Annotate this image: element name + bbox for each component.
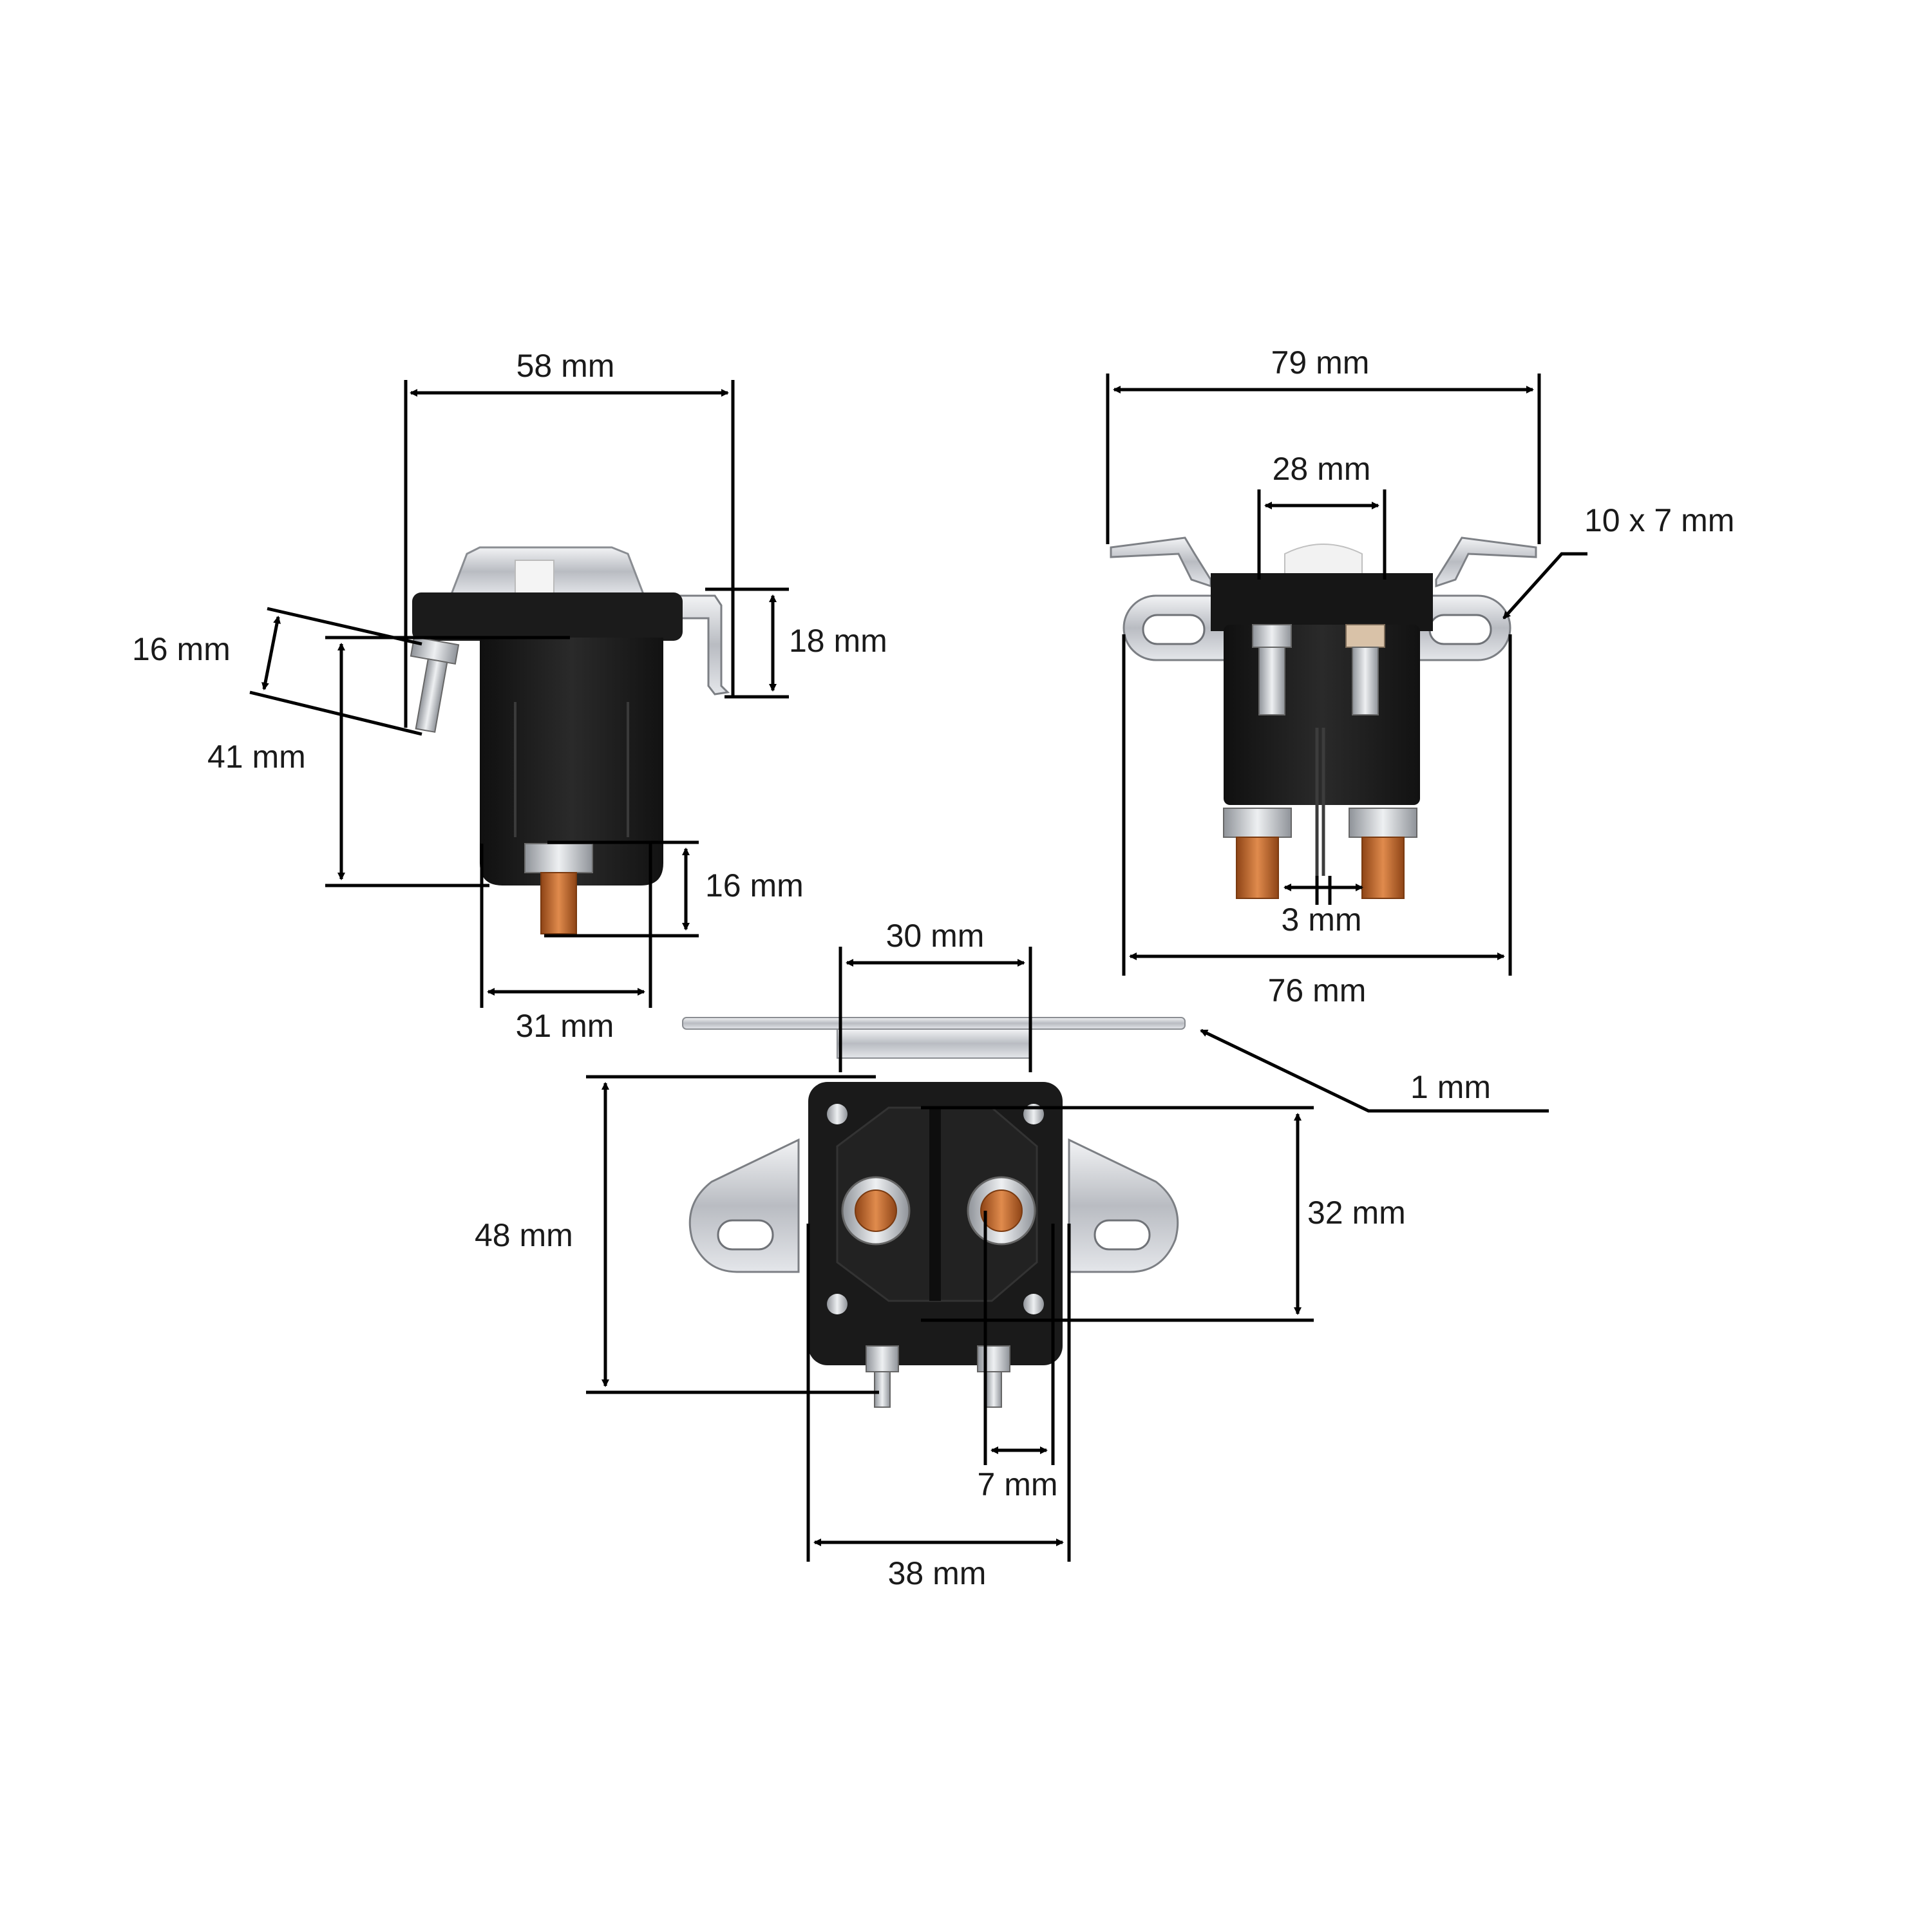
side-view: 58 mm 18 mm 16 mm 41 mm 16 mm 31 mm <box>132 348 887 1044</box>
dim-top-width-38: 38 mm <box>888 1555 987 1591</box>
front-stud-right-thread <box>1352 647 1379 715</box>
front-stud-left-head <box>1252 624 1292 648</box>
front-bottom-copper-left <box>1236 837 1279 899</box>
side-bottom-copper <box>540 872 577 934</box>
front-bracket-right-wing <box>1435 536 1537 588</box>
side-bracket <box>668 594 730 696</box>
dim-top-plate-1: 1 mm <box>1410 1069 1491 1105</box>
dim-side-body-41: 41 mm <box>207 739 306 775</box>
front-bracket-left-wing <box>1110 536 1212 588</box>
dim-front-gap-3: 3 mm <box>1282 902 1362 938</box>
front-bottom-nut-left <box>1223 808 1292 838</box>
front-bottom-copper-right <box>1361 837 1405 899</box>
top-view: 30 mm 1 mm 48 mm 32 mm 7 mm 38 mm <box>475 918 1549 1591</box>
top-ear-hole-left <box>717 1219 774 1251</box>
dim-front-slot-10x7: 10 x 7 mm <box>1584 502 1734 538</box>
top-ear-left <box>688 1138 800 1273</box>
side-bottom-nut <box>524 843 593 873</box>
dim-top-studs-32: 32 mm <box>1307 1195 1406 1231</box>
front-top-block <box>1211 573 1433 631</box>
top-screw-br <box>1023 1294 1044 1314</box>
top-screw-bl <box>827 1294 848 1314</box>
top-ear-hole-right <box>1094 1219 1151 1251</box>
dim-side-stud-16: 16 mm <box>132 631 231 667</box>
front-view: 79 mm 28 mm 10 x 7 mm 3 mm 76 mm <box>1106 345 1734 1009</box>
dim-front-span-79: 79 mm <box>1271 345 1370 381</box>
side-flange <box>412 592 683 641</box>
front-stud-right-head <box>1345 624 1385 648</box>
side-cap-insulator <box>515 560 554 596</box>
dim-side-base-31: 31 mm <box>516 1008 614 1044</box>
front-slot-left <box>1142 614 1206 645</box>
dim-top-bracket-30: 30 mm <box>886 918 985 954</box>
top-ear-right <box>1068 1138 1179 1273</box>
dim-side-terminal-16: 16 mm <box>705 867 804 904</box>
top-small-stud-left <box>866 1345 899 1408</box>
dim-side-width-58: 58 mm <box>516 348 615 384</box>
dim-front-mount-76: 76 mm <box>1268 972 1367 1009</box>
front-slot-right <box>1428 614 1492 645</box>
dim-top-body-48: 48 mm <box>475 1217 573 1253</box>
top-screw-tl <box>827 1104 848 1124</box>
top-thin-plate <box>682 1017 1186 1030</box>
front-bottom-nut-right <box>1349 808 1417 838</box>
side-body <box>480 638 663 886</box>
top-plate-riser <box>837 1028 1031 1059</box>
side-angled-stud <box>410 636 460 733</box>
dim-side-bracket-18: 18 mm <box>789 623 887 659</box>
top-terminal-left <box>841 1176 911 1245</box>
top-terminal-right <box>967 1176 1036 1245</box>
dim-front-cap-28: 28 mm <box>1273 451 1371 487</box>
dim-top-offset-7: 7 mm <box>978 1466 1058 1502</box>
top-small-stud-right <box>977 1345 1010 1408</box>
front-stud-left-thread <box>1258 647 1285 715</box>
